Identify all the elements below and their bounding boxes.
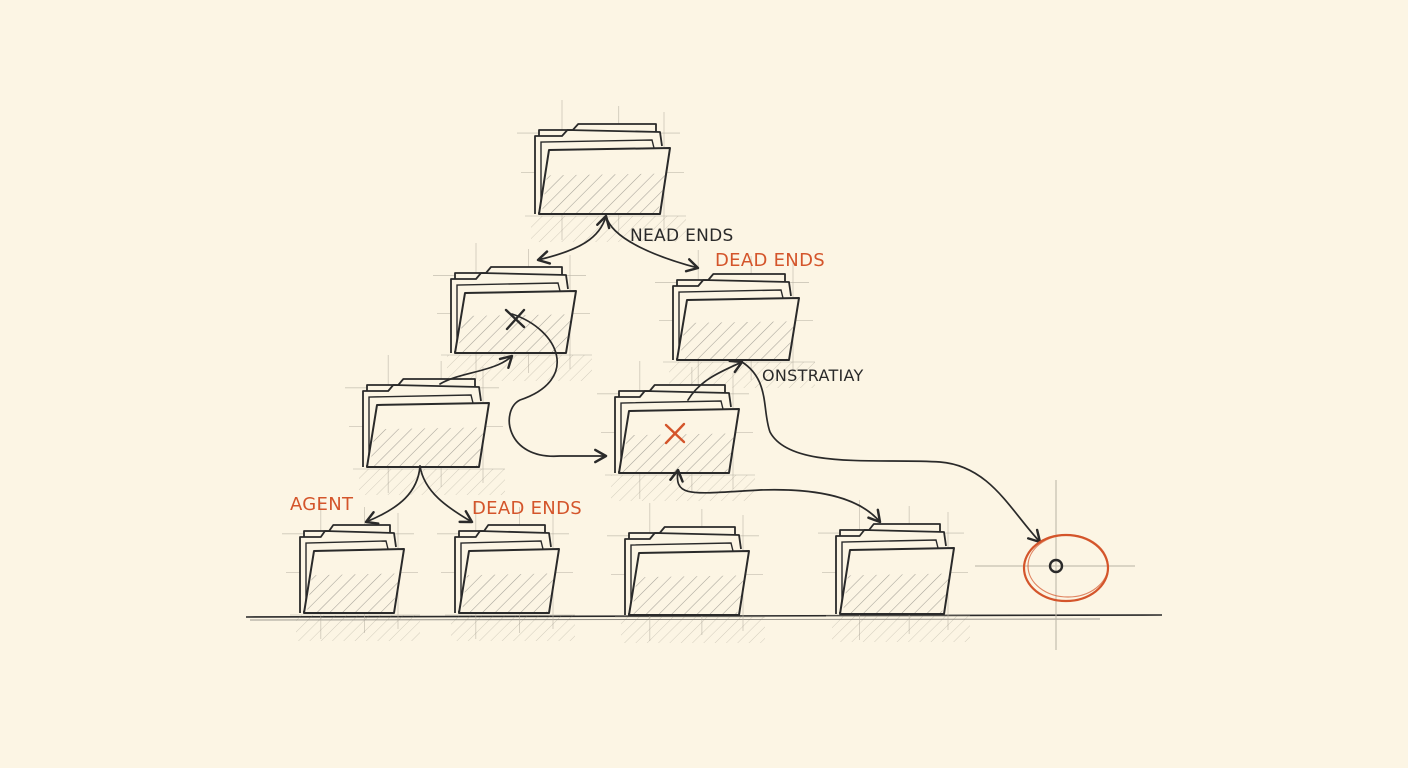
arrow-root-to-left <box>536 214 611 265</box>
folder-left-1 <box>433 243 592 381</box>
folder-root <box>517 100 686 242</box>
arrow-middle-to-right <box>687 359 744 401</box>
arrow-middle-to-bottom4 <box>669 468 882 524</box>
arrow-right-to-goal <box>741 361 1042 544</box>
arrow-xmark-to-middle <box>508 313 608 464</box>
arrow-left3-to-agent <box>364 465 421 525</box>
arrow-root-to-right <box>605 215 700 273</box>
folder-bottom-2 <box>437 501 575 641</box>
arrow-left2-to-left1 <box>439 354 514 385</box>
folder-bottom-1 <box>282 501 420 641</box>
folder-left-2 <box>345 355 505 495</box>
target-icon <box>975 480 1135 650</box>
arrow-left3-to-deadends <box>419 465 474 524</box>
connector-arrows <box>364 214 1042 544</box>
x-mark-icon <box>664 422 686 445</box>
x-mark-icon <box>504 308 526 331</box>
folder-bottom-3 <box>607 503 765 643</box>
label-onstratiay: ONSTRATIAY <box>762 366 864 385</box>
label-dead-ends-top: DEAD ENDS <box>715 250 825 271</box>
folder-bottom-4 <box>818 500 970 642</box>
folder-right-1 <box>655 250 815 388</box>
label-nead-ends: NEAD ENDS <box>630 226 734 246</box>
label-dead-ends-bottom: DEAD ENDS <box>472 498 582 519</box>
label-agent: AGENT <box>290 494 354 515</box>
